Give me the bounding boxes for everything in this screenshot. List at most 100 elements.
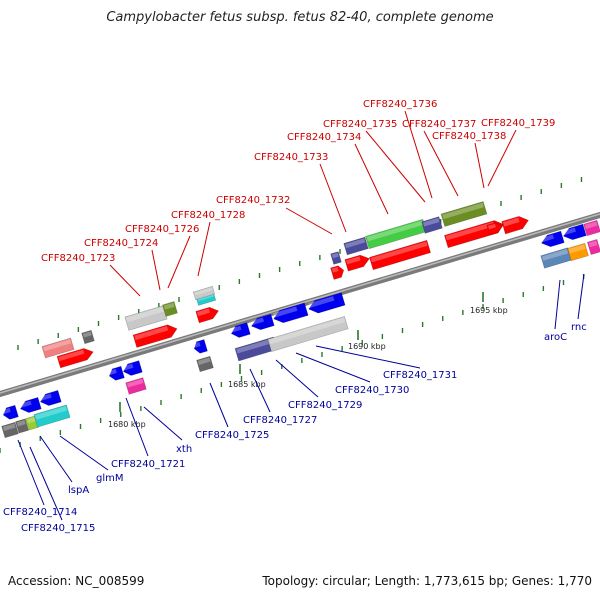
- forward-feature[interactable]: [192, 285, 216, 301]
- gene-label[interactable]: CFF8240_1725: [195, 430, 269, 441]
- forward-feature[interactable]: [440, 201, 488, 227]
- gene-label[interactable]: CFF8240_1723: [41, 253, 115, 264]
- forward-feature[interactable]: [162, 301, 178, 317]
- reverse-feature[interactable]: [562, 223, 587, 242]
- leader-line: [474, 142, 485, 189]
- forward-feature[interactable]: [124, 305, 168, 331]
- leader-line: [29, 446, 63, 521]
- reverse-feature[interactable]: [39, 390, 62, 407]
- leader-line: [125, 397, 149, 457]
- leader-line: [275, 359, 319, 398]
- leader-line: [554, 279, 561, 330]
- gene-label[interactable]: CFF8240_1724: [84, 238, 158, 249]
- accession-text: Accession: NC_008599: [8, 574, 145, 588]
- forward-feature[interactable]: [195, 305, 221, 324]
- leader-line: [577, 273, 585, 320]
- gene-label[interactable]: CFF8240_1735: [323, 119, 397, 130]
- reverse-feature[interactable]: [19, 397, 42, 414]
- gene-label[interactable]: CFF8240_1739: [481, 118, 555, 129]
- leader-line: [143, 406, 183, 441]
- reverse-feature[interactable]: [567, 242, 589, 262]
- forward-feature[interactable]: [330, 251, 342, 265]
- gene-label[interactable]: rnc: [571, 322, 587, 333]
- leader-line: [249, 368, 271, 413]
- leader-line: [17, 439, 45, 506]
- leader-line: [209, 382, 229, 428]
- leader-line: [167, 235, 191, 289]
- leader-line: [39, 435, 73, 483]
- leader-lines: [17, 110, 585, 521]
- scale-label: 1695 kbp: [470, 306, 508, 315]
- map-title: Campylobacter fetus subsp. fetus 82-40, …: [106, 10, 494, 25]
- gene-label[interactable]: xth: [176, 444, 192, 455]
- gene-label[interactable]: CFF8240_1726: [125, 224, 199, 235]
- forward-feature[interactable]: [343, 236, 369, 256]
- reverse-feature[interactable]: [586, 238, 600, 256]
- feature-layer: [1, 201, 600, 439]
- gene-label[interactable]: CFF8240_1731: [383, 370, 457, 381]
- gene-label[interactable]: CFF8240_1715: [21, 523, 95, 534]
- reverse-feature[interactable]: [2, 404, 19, 420]
- reverse-feature[interactable]: [1, 421, 19, 439]
- gene-label[interactable]: CFF8240_1734: [287, 132, 361, 143]
- scale-label: 1690 kbp: [348, 342, 386, 351]
- gene-label[interactable]: glmM: [96, 473, 124, 484]
- leader-line: [365, 130, 426, 203]
- reverse-feature[interactable]: [307, 292, 346, 316]
- forward-feature[interactable]: [421, 216, 443, 234]
- reverse-feature[interactable]: [122, 360, 143, 378]
- gene-label[interactable]: CFF8240_1727: [243, 415, 317, 426]
- forward-feature[interactable]: [330, 265, 346, 280]
- reverse-feature[interactable]: [540, 247, 572, 269]
- forward-feature[interactable]: [56, 346, 95, 369]
- gene-label[interactable]: CFF8240_1729: [288, 400, 362, 411]
- gene-label[interactable]: CFF8240_1733: [254, 152, 328, 163]
- forward-feature[interactable]: [132, 322, 179, 348]
- reverse-feature[interactable]: [15, 418, 29, 434]
- leader-line: [109, 264, 141, 297]
- gene-label[interactable]: lspA: [68, 485, 89, 496]
- forward-feature[interactable]: [369, 239, 431, 271]
- gene-label[interactable]: CFF8240_1738: [432, 131, 506, 142]
- reverse-feature[interactable]: [540, 230, 565, 249]
- reverse-feature[interactable]: [230, 322, 251, 340]
- leader-line: [295, 352, 371, 383]
- gene-label[interactable]: CFF8240_1736: [363, 99, 437, 110]
- reverse-feature[interactable]: [125, 377, 147, 395]
- gene-label[interactable]: CFF8240_1732: [216, 195, 290, 206]
- gene-label[interactable]: CFF8240_1730: [335, 385, 409, 396]
- gene-label[interactable]: CFF8240_1721: [111, 459, 185, 470]
- reverse-feature[interactable]: [272, 302, 309, 325]
- reverse-feature[interactable]: [33, 404, 71, 428]
- gene-label[interactable]: CFF8240_1714: [3, 507, 77, 518]
- gene-labels: CFF8240_1723CFF8240_1724CFF8240_1726CFF8…: [3, 99, 587, 534]
- forward-feature[interactable]: [81, 329, 95, 345]
- leader-line: [197, 221, 211, 277]
- gene-label[interactable]: aroC: [544, 332, 567, 343]
- reverse-feature[interactable]: [193, 339, 208, 355]
- leader-line: [151, 249, 161, 291]
- leader-line: [423, 130, 459, 197]
- gene-label[interactable]: CFF8240_1737: [402, 119, 476, 130]
- reverse-feature[interactable]: [25, 415, 39, 431]
- forward-feature[interactable]: [41, 337, 75, 359]
- forward-feature[interactable]: [501, 214, 531, 235]
- gene-label[interactable]: CFF8240_1728: [171, 210, 245, 221]
- scale-label: 1685 kbp: [228, 380, 266, 389]
- leader-line: [354, 143, 389, 215]
- leader-line: [487, 129, 517, 187]
- reverse-feature[interactable]: [196, 355, 214, 373]
- leader-line: [404, 110, 433, 199]
- forward-feature[interactable]: [344, 253, 371, 272]
- genome-summary-text: Topology: circular; Length: 1,773,615 bp…: [262, 574, 592, 588]
- leader-line: [319, 163, 347, 233]
- reverse-feature[interactable]: [267, 315, 349, 353]
- reverse-feature[interactable]: [108, 365, 125, 381]
- forward-feature[interactable]: [486, 221, 503, 236]
- reverse-feature[interactable]: [250, 313, 275, 332]
- reverse-feature[interactable]: [583, 219, 600, 237]
- leader-line: [285, 207, 333, 235]
